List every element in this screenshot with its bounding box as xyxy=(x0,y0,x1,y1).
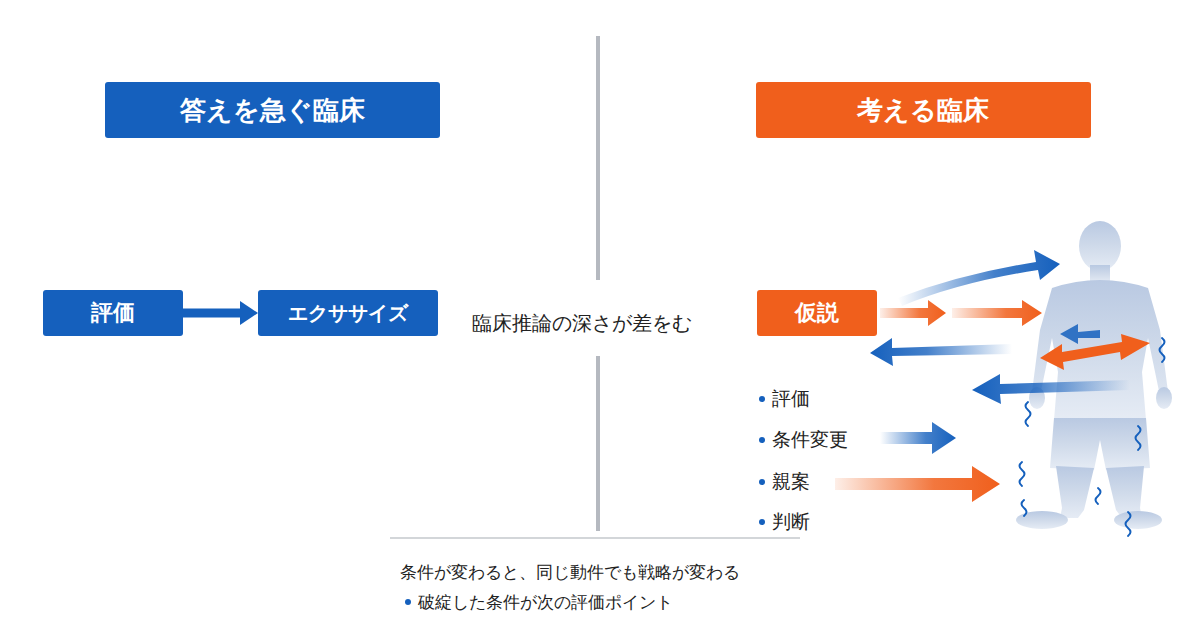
flow-arrow xyxy=(183,301,258,325)
shake-marks xyxy=(1020,338,1165,536)
header-box: 答えを急ぐ臨床 xyxy=(105,82,440,138)
divider-line xyxy=(596,356,600,531)
divider-line xyxy=(390,537,800,539)
box-text: エクササイズ xyxy=(288,300,408,327)
box-text: 仮説 xyxy=(795,298,839,328)
center-message: 臨床推論の深さが差をむ xyxy=(472,310,692,337)
note-text: 破綻した条件が次の評価ポイント xyxy=(418,591,673,614)
flow-arrows xyxy=(835,250,1150,502)
box-text: 考える臨床 xyxy=(857,93,989,128)
divider-line xyxy=(596,36,600,280)
bullet-item: 判断 xyxy=(772,509,810,535)
bullet-item: 評価 xyxy=(772,386,810,412)
box-text: 評価 xyxy=(91,298,135,328)
hypothesis-box: 仮説 xyxy=(757,290,877,336)
box-text: 答えを急ぐ臨床 xyxy=(180,93,365,128)
bullet-item: 条件変更 xyxy=(772,427,848,453)
process-box: エクササイズ xyxy=(258,290,438,336)
bullet-item: 親案 xyxy=(772,469,810,495)
header-box: 考える臨床 xyxy=(756,82,1091,138)
note-text: 条件が変わると、同じ動件でも戦略が変わる xyxy=(400,561,740,584)
process-box: 評価 xyxy=(43,290,183,336)
